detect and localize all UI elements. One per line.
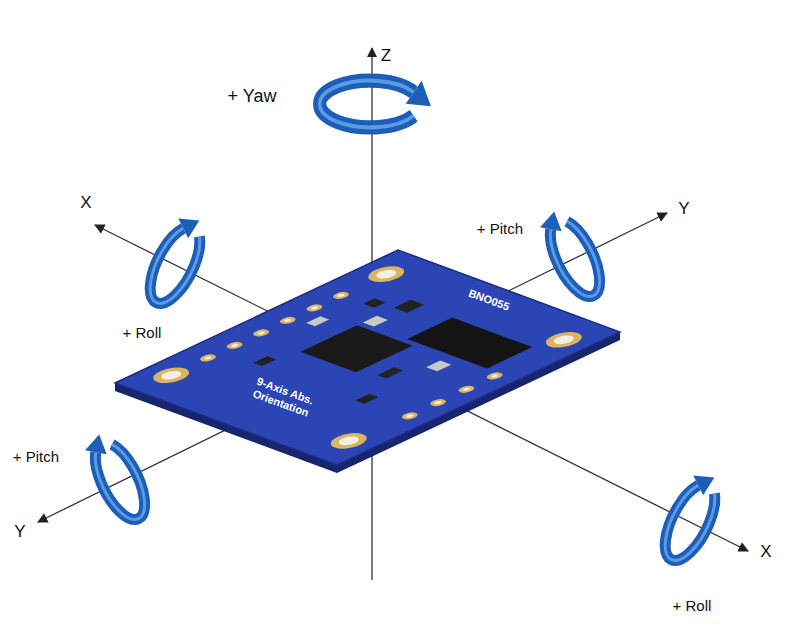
axis-label: Y: [678, 199, 689, 219]
rotation-label: + Roll: [673, 597, 712, 614]
axis-lines: [38, 48, 748, 580]
yaw-arrow: [320, 81, 431, 128]
axis-label: Z: [381, 46, 391, 66]
board-marking: BNO055: [467, 287, 512, 314]
roll-arrow: [655, 469, 729, 568]
rotation-label: + Pitch: [477, 220, 523, 237]
pitch-arrow: [81, 427, 154, 526]
rotation-label: + Pitch: [13, 448, 59, 465]
rotation-label: + Yaw: [228, 86, 277, 107]
rotation-arrows: [81, 81, 728, 568]
axis-label: X: [80, 193, 91, 213]
axis-label: X: [760, 542, 771, 562]
pitch-arrow: [536, 204, 609, 303]
roll-arrow: [140, 212, 214, 311]
axis-label: Y: [14, 522, 25, 542]
board-marking: 9-Axis Abs. Orientation: [236, 370, 329, 425]
board-parts: [146, 263, 589, 451]
rotation-label: + Roll: [123, 324, 162, 341]
